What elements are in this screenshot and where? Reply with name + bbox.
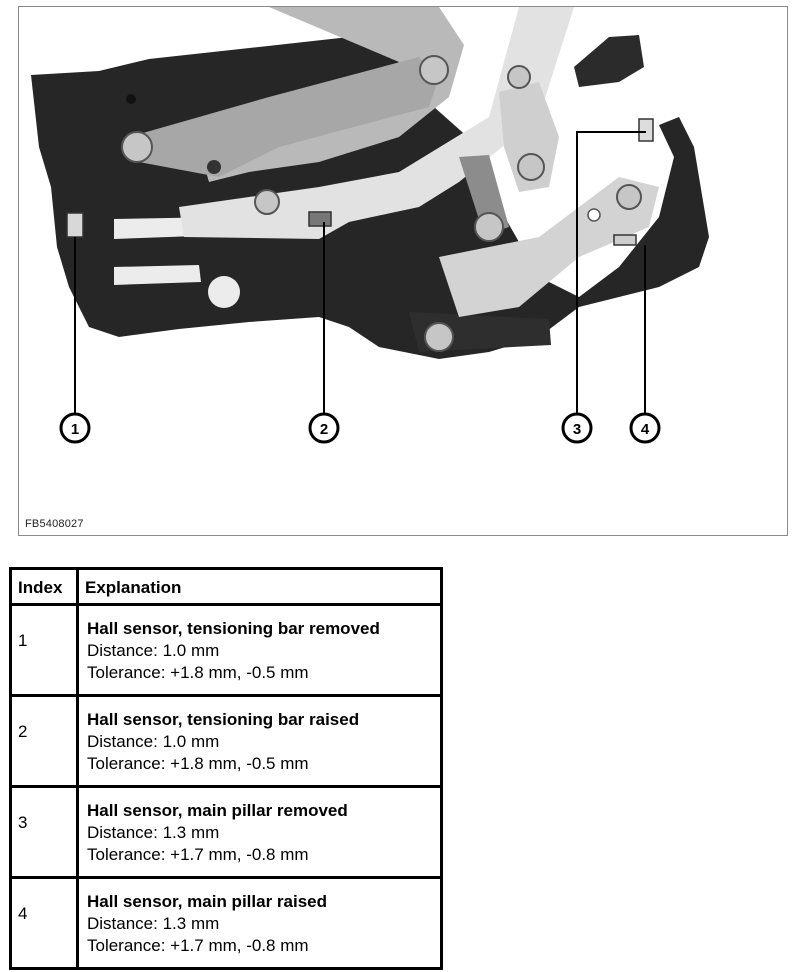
legend-table: Index Explanation 1 Hall sensor, tension… [9, 567, 443, 970]
hole-small [126, 94, 136, 104]
slot-lower [114, 265, 201, 285]
pivot-pin [424, 322, 454, 352]
callout-2: 2 [308, 412, 340, 444]
callout-1: 1 [59, 412, 91, 444]
mechanism-illustration: 1 2 3 4 FB5408027 [18, 6, 788, 536]
row-tolerance: Tolerance: +1.7 mm, -0.8 mm [87, 845, 309, 864]
pivot-pin [254, 189, 280, 215]
pivot-pin [121, 131, 153, 163]
pivot-pin [517, 153, 545, 181]
hall-sensor-2 [308, 211, 332, 227]
grey-lever [129, 57, 439, 177]
row-title: Hall sensor, main pillar removed [87, 801, 348, 820]
pivot-pin-small [587, 208, 601, 222]
hole-lower [208, 276, 240, 308]
explanation-header: Explanation [76, 567, 443, 606]
row-index: 3 [9, 785, 79, 879]
callout-2-label: 2 [320, 421, 328, 438]
row-distance: Distance: 1.3 mm [87, 823, 220, 842]
pivot-pin-small [207, 160, 221, 174]
hall-sensor-3 [638, 118, 654, 142]
callout-3: 3 [561, 412, 593, 444]
row-title: Hall sensor, main pillar raised [87, 892, 327, 911]
pivot-pin [419, 55, 449, 85]
row-index: 1 [9, 603, 79, 697]
figure-code: FB5408027 [25, 518, 84, 530]
row-explanation: Hall sensor, tensioning bar raised Dista… [76, 694, 443, 788]
row-explanation: Hall sensor, main pillar removed Distanc… [76, 785, 443, 879]
row-index: 4 [9, 876, 79, 970]
row-distance: Distance: 1.0 mm [87, 641, 220, 660]
callout-4-label: 4 [641, 421, 650, 438]
callout-4: 4 [629, 412, 661, 444]
table-row: 2 Hall sensor, tensioning bar raised Dis… [9, 694, 443, 788]
row-title: Hall sensor, tensioning bar removed [87, 619, 380, 638]
table-row: 4 Hall sensor, main pillar raised Distan… [9, 876, 443, 970]
row-title: Hall sensor, tensioning bar raised [87, 710, 360, 729]
row-tolerance: Tolerance: +1.8 mm, -0.5 mm [87, 754, 309, 773]
row-index: 2 [9, 694, 79, 788]
row-distance: Distance: 1.3 mm [87, 914, 220, 933]
row-distance: Distance: 1.0 mm [87, 732, 220, 751]
hall-sensor-4 [613, 234, 637, 246]
callout-1-label: 1 [71, 421, 79, 438]
row-explanation: Hall sensor, tensioning bar removed Dist… [76, 603, 443, 697]
row-tolerance: Tolerance: +1.7 mm, -0.8 mm [87, 936, 309, 955]
table-row: 1 Hall sensor, tensioning bar removed Di… [9, 603, 443, 697]
tensioning-bar [179, 7, 574, 239]
pivot-pin [474, 212, 504, 242]
mechanism-drawing: 1 2 3 4 [31, 7, 709, 444]
row-explanation: Hall sensor, main pillar raised Distance… [76, 876, 443, 970]
light-link-lower [439, 177, 659, 317]
dark-lever-right [574, 35, 644, 87]
row-tolerance: Tolerance: +1.8 mm, -0.5 mm [87, 663, 309, 682]
pivot-pin [507, 65, 531, 89]
callout-leaders [74, 131, 646, 414]
callout-3-label: 3 [573, 421, 581, 438]
table-row: 3 Hall sensor, main pillar removed Dista… [9, 785, 443, 879]
hall-sensor-1 [66, 212, 84, 238]
legend-header-row: Index Explanation [9, 567, 443, 606]
index-header: Index [9, 567, 79, 606]
pivot-pin [616, 184, 642, 210]
